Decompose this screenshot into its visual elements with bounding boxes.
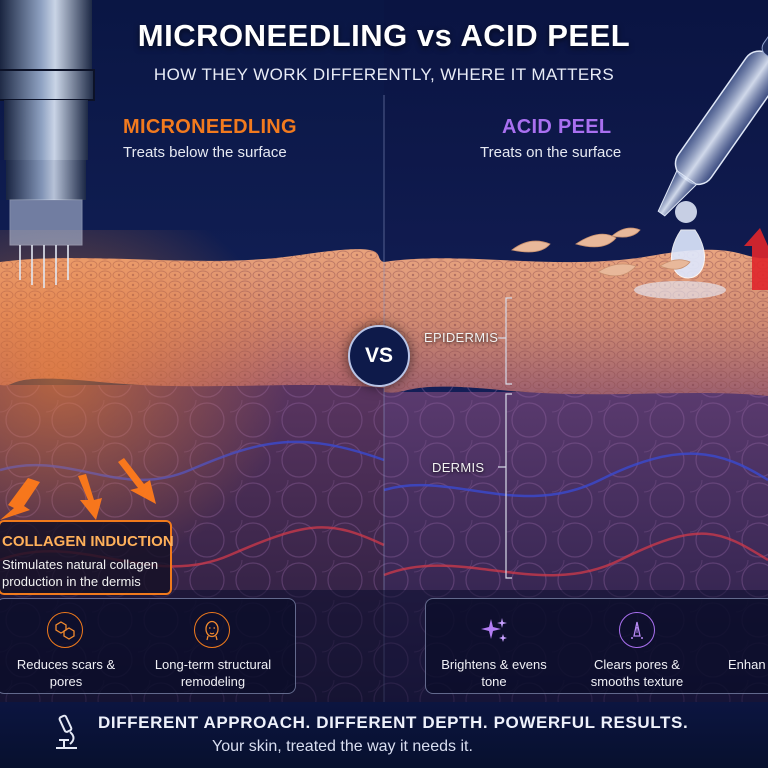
benefit-label-enhance: Enhan [728,657,766,672]
acid-peel-benefits-panel [425,598,768,694]
footer-bar [0,702,768,768]
page-title: MICRONEEDLING vs ACID PEEL [137,18,631,53]
microneedling-subtitle: Treats below the surface [123,144,287,161]
benefit-label-reduces-scars: Reduces scars & pores [16,657,116,689]
page-subtitle: HOW THEY WORK DIFFERENTLY, WHERE IT MATT… [153,65,615,84]
footer-slogan: Your skin, treated the way it needs it. [212,738,473,755]
benefit-label-brightens: Brightens & evens tone [441,657,547,689]
molecule-icon [47,612,83,648]
microscope-icon [50,712,82,752]
epidermis-label: EPIDERMIS [424,330,499,345]
dermis-label: DERMIS [432,460,485,475]
acid-peel-title: ACID PEEL [502,116,612,138]
microneedling-benefits-panel [0,598,296,694]
collagen-callout [0,520,172,595]
sparkle-icon [476,612,512,648]
benefit-label-clears-pores: Clears pores & smooths texture [590,657,684,689]
acid-peel-subtitle: Treats on the surface [480,144,622,161]
vs-badge: VS [348,325,410,387]
microneedling-title: MICRONEEDLING [123,116,297,138]
pore-icon [619,612,655,648]
face-profile-icon [194,612,230,648]
footer-tagline: DIFFERENT APPROACH. DIFFERENT DEPTH. POW… [98,713,689,732]
collagen-callout-text: Stimulates natural collagen production i… [2,557,159,589]
collagen-callout-title: COLLAGEN INDUCTION [2,533,174,550]
benefit-label-structural-remodeling: Long-term structural remodeling [154,657,272,689]
